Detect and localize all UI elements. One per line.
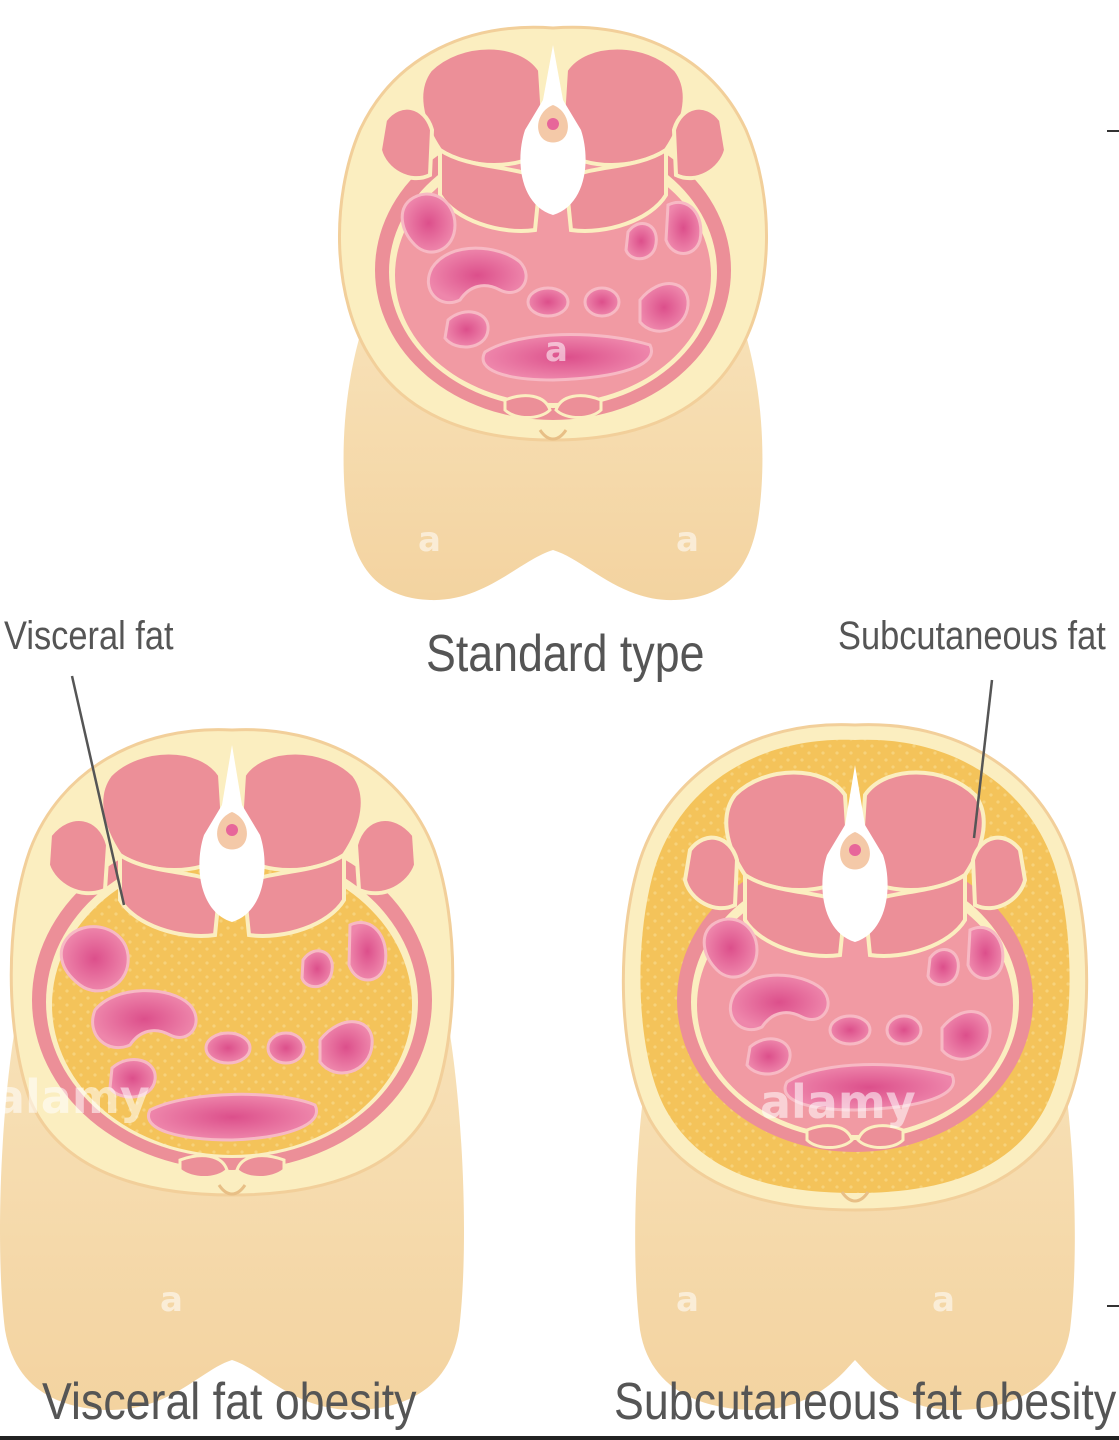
standard-organ bbox=[445, 312, 488, 347]
watermark-letter: a bbox=[932, 1280, 955, 1320]
subcutaneous-organ bbox=[887, 1016, 921, 1044]
standard-type-caption: Standard type bbox=[426, 624, 704, 684]
visceral-fat-obesity-caption: Visceral fat obesity bbox=[42, 1372, 417, 1432]
visceral-organ bbox=[268, 1033, 304, 1063]
visceral-organ bbox=[206, 1033, 250, 1063]
watermark-letter: a bbox=[418, 520, 441, 560]
subcutaneous-organ bbox=[928, 949, 958, 984]
subcutaneous-organ bbox=[747, 1039, 790, 1074]
watermark-logo: alamy bbox=[760, 1075, 916, 1129]
standard-organ bbox=[528, 288, 568, 316]
standard-organ bbox=[585, 288, 619, 316]
edge-tick bbox=[1107, 1305, 1119, 1307]
visceral-fat-callout: Visceral fat bbox=[4, 614, 174, 659]
standard-organ bbox=[666, 202, 701, 253]
bottom-border bbox=[0, 1436, 1119, 1440]
standard-type-cross-section bbox=[339, 27, 766, 600]
watermark-letter: a bbox=[676, 1280, 699, 1320]
standard-organ bbox=[626, 223, 656, 258]
watermark-logo: alamy bbox=[0, 1070, 150, 1124]
visceral-organ bbox=[302, 951, 332, 987]
subcutaneous-fat-obesity-caption: Subcutaneous fat obesity bbox=[614, 1372, 1116, 1432]
subcutaneous-organ bbox=[968, 927, 1003, 978]
watermark-letter: a bbox=[676, 520, 699, 560]
watermark-letter: a bbox=[160, 1280, 183, 1320]
subcutaneous-fat-callout: Subcutaneous fat bbox=[838, 614, 1106, 659]
edge-tick bbox=[1107, 130, 1119, 132]
subcutaneous-organ bbox=[830, 1016, 870, 1044]
watermark-letter: a bbox=[545, 330, 568, 370]
